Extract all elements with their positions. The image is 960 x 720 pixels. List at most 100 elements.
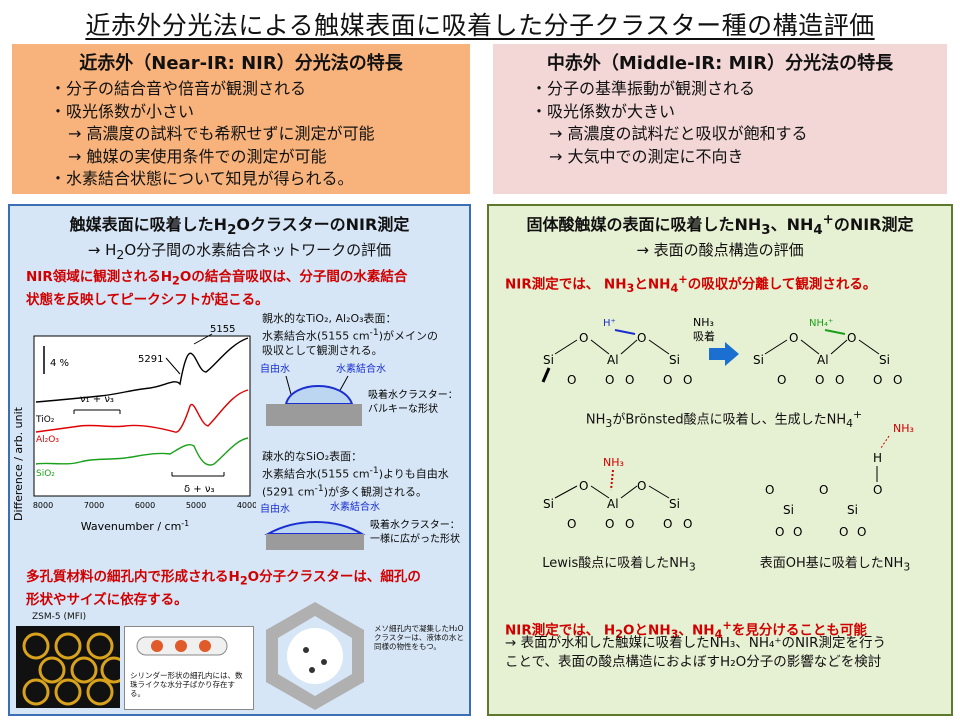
- list-item: → 触媒の実使用条件での測定が可能: [68, 146, 327, 166]
- svg-text:O: O: [777, 373, 786, 387]
- mir-features-list: ・分子の基準振動が観測される ・吸光係数が大きい → 高濃度の試料だと吸収が飽和…: [493, 78, 947, 168]
- mesopore-note: メソ細孔内で凝集したH₂Oクラスターは、液体の水と同様の物性をもつ。: [374, 624, 464, 651]
- svg-text:O: O: [893, 373, 902, 387]
- support-slab: [266, 404, 362, 426]
- svg-text:O: O: [567, 517, 576, 531]
- reaction-label: 吸着: [693, 329, 715, 343]
- list-item: ・分子の基準振動が観測される: [531, 79, 756, 98]
- svg-text:O: O: [663, 373, 672, 387]
- svg-text:Si: Si: [669, 497, 680, 511]
- list-item: ・水素結合状態について知見が得られる。: [50, 169, 354, 188]
- support-slab: [266, 534, 364, 550]
- svg-text:O: O: [793, 525, 802, 539]
- reaction-label: NH₃: [693, 316, 714, 329]
- x-tick-label: 8000: [33, 501, 53, 510]
- panel-heading: 固体酸触媒の表面に吸着したNH3、NH4+のNIR測定: [526, 212, 914, 239]
- hydrophobic-description: 疎水的なSiO₂表面： 水素結合水(5155 cm-1)よりも自由水 (5291…: [262, 450, 449, 499]
- svg-text:O: O: [765, 483, 774, 497]
- mesopore-illustration: [266, 602, 364, 710]
- list-item: ・吸光係数が大きい: [531, 101, 676, 121]
- svg-text:Al: Al: [817, 353, 829, 367]
- svg-text:NH₃: NH₃: [893, 422, 914, 435]
- svg-text:O: O: [839, 525, 848, 539]
- series-line-sio2: [35, 437, 249, 466]
- mir-features-box: 中赤外（Middle-IR: MIR）分光法の特長 ・分子の基準振動が観測される…: [493, 44, 947, 194]
- free-water-label: 自由水: [260, 502, 290, 515]
- list-item: → 高濃度の試料だと吸収が飽和する: [549, 124, 808, 143]
- list-item: → 大気中での測定に不向き: [549, 146, 744, 166]
- svg-text:O: O: [835, 373, 844, 387]
- svg-text:Si: Si: [783, 503, 794, 517]
- panel-subheading: → 表面の酸点構造の評価: [636, 241, 804, 260]
- svg-text:Al: Al: [607, 353, 619, 367]
- svg-text:O: O: [873, 483, 882, 497]
- cylinder-pore-card: シリンダー形状の細孔内には、数珠ライクな水分子ばかり存在する。: [124, 626, 254, 710]
- bronsted-caption: NH3がBrönsted酸点に吸着し、生成したNH4+: [585, 408, 863, 430]
- free-water-label: 自由水: [260, 362, 290, 375]
- zsm5-label: ZSM-5 (MFI): [32, 612, 87, 622]
- svg-text:O: O: [775, 525, 784, 539]
- svg-text:Si: Si: [847, 503, 858, 517]
- svg-text:O: O: [637, 331, 646, 345]
- scale-label: 4 %: [50, 358, 69, 369]
- svg-text:Si: Si: [879, 353, 890, 367]
- svg-text:NH₄⁺: NH₄⁺: [809, 318, 833, 329]
- cluster-shape: 一様に広がった形状: [370, 532, 460, 545]
- cluster-shape: バルキーな形状: [368, 402, 438, 415]
- list-item: ・吸光係数が小さい: [50, 101, 195, 121]
- nir-spectra-chart: Difference / arb. unit 4 % TiO₂ Al₂O₃ Si…: [12, 324, 256, 533]
- svg-text:O: O: [857, 525, 866, 539]
- separation-statement: NIR測定では、 NH3とNH4+の吸収が分離して観測される。: [505, 273, 877, 296]
- ammonia-panel: 固体酸触媒の表面に吸着したNH3、NH4+のNIR測定 → 表面の酸点構造の評価…: [487, 204, 953, 716]
- cylinder-pore-illustration: [136, 636, 228, 656]
- svg-text:O: O: [567, 373, 576, 387]
- svg-text:O: O: [579, 331, 588, 345]
- peak-shift-statement: NIR領域に観測されるH2Oの結合音吸収は、分子間の水素結合 状態を反映してピー…: [26, 269, 408, 308]
- water-cluster-panel: 触媒表面に吸着したH2OクラスターのNIR測定 → H2O分子間の水素結合ネット…: [8, 204, 471, 716]
- hb-water-label: 水素結合水: [330, 500, 380, 513]
- svg-text:O: O: [637, 479, 646, 493]
- list-item: ・分子の結合音や倍音が観測される: [50, 79, 307, 98]
- band-label-1: ν₁ + ν₃: [80, 394, 114, 405]
- series-label-sio2: SiO₂: [36, 469, 55, 479]
- arrow-icon: [709, 342, 739, 366]
- nir-features-box: 近赤外（Near-IR: NIR）分光法の特長 ・分子の結合音や倍音が観測される…: [12, 44, 470, 194]
- distinguish-statement: NIR測定では、 H2OとNH3、NH4+を見分けることも可能: [505, 619, 867, 642]
- cluster-label: 吸着水クラスター：: [368, 388, 458, 401]
- cluster-label: 吸着水クラスター：: [370, 518, 460, 531]
- svg-text:O: O: [605, 517, 614, 531]
- svg-text:O: O: [873, 373, 882, 387]
- hydrophilic-description: 親水的なTiO₂, Al₂O₃表面： 水素結合水(5155 cm-1)がメインの…: [262, 312, 438, 357]
- x-tick-label: 6000: [135, 501, 155, 510]
- svg-text:Al: Al: [607, 497, 619, 511]
- series-label-al2o3: Al₂O₃: [36, 435, 59, 445]
- conclusion-text: → 表面が水和した触媒に吸着したNH₃、NH₄⁺のNIR測定を行う ことで、表面…: [505, 635, 887, 670]
- svg-text:O: O: [625, 517, 634, 531]
- svg-text:Si: Si: [753, 353, 764, 367]
- svg-text:Si: Si: [669, 353, 680, 367]
- nir-features-heading: 近赤外（Near-IR: NIR）分光法の特長: [79, 53, 403, 74]
- svg-text:H⁺: H⁺: [603, 318, 616, 329]
- svg-text:O: O: [819, 483, 828, 497]
- peak-label-5291: 5291: [138, 354, 163, 365]
- svg-text:O: O: [847, 331, 856, 345]
- svg-text:H: H: [873, 451, 882, 465]
- svg-text:O: O: [663, 517, 672, 531]
- svg-text:Si: Si: [543, 353, 554, 367]
- svg-text:O: O: [625, 373, 634, 387]
- list-item: → 高濃度の試料でも希釈せずに測定が可能: [68, 124, 375, 143]
- x-tick-label: 5000: [186, 501, 206, 510]
- x-axis-label: Wavenumber / cm-1: [81, 519, 190, 533]
- bulky-cluster-diagram: 自由水 水素結合水 吸着水クラスター： バルキーな形状: [260, 362, 458, 426]
- flat-cluster-diagram: 自由水 水素結合水 吸着水クラスター： 一様に広がった形状: [260, 500, 460, 550]
- hb-water-label: 水素結合水: [336, 362, 386, 375]
- band-label-2: δ + ν₃: [184, 484, 214, 495]
- lewis-caption: Lewis酸点に吸着したNH3: [542, 556, 696, 574]
- svg-text:O: O: [683, 373, 692, 387]
- series-label-tio2: TiO₂: [35, 415, 55, 425]
- oh-caption: 表面OH基に吸着したNH3: [759, 556, 911, 574]
